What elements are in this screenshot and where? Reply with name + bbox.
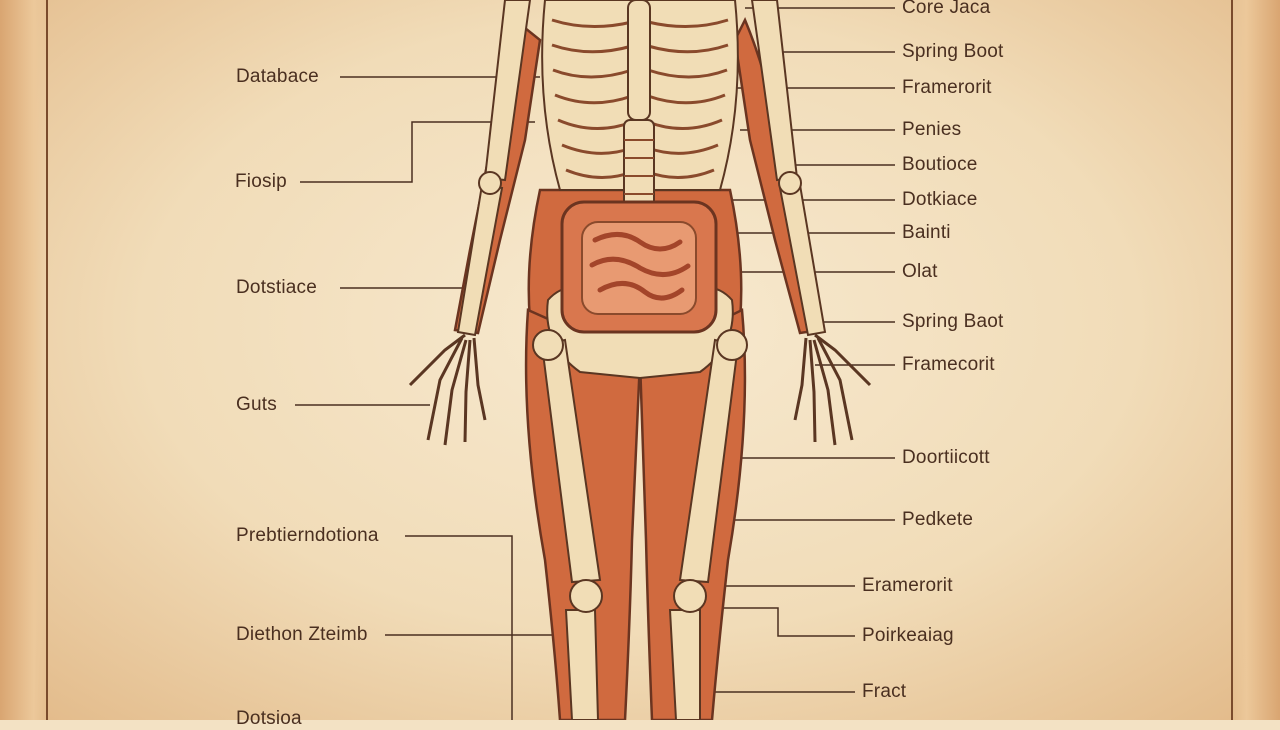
- frame-border-right: [1231, 0, 1233, 720]
- leader-line-left-5: [405, 535, 513, 720]
- paper-edge-right: [1232, 0, 1280, 720]
- right-hand: [793, 333, 872, 446]
- right-tibia: [668, 609, 701, 720]
- label-right-12: Pedkete: [902, 509, 974, 530]
- label-right-5: Boutioce: [902, 154, 978, 175]
- leader-line-right-14: [715, 607, 855, 637]
- label-left-2: Fiosip: [235, 171, 287, 192]
- label-left-1: Databace: [236, 66, 319, 87]
- sternum: [627, 0, 651, 121]
- ribs: [551, 18, 729, 180]
- label-right-4: Penies: [902, 119, 962, 140]
- frame-border-left: [46, 0, 48, 720]
- left-knee: [569, 579, 603, 613]
- right-hip-joint: [716, 329, 748, 361]
- label-right-6: Dotkiace: [902, 189, 978, 210]
- label-left-4: Guts: [236, 394, 277, 415]
- left-hip-joint: [532, 329, 564, 361]
- label-right-10: Framecorit: [902, 354, 995, 375]
- label-left-5: Prebtierndotiona: [236, 525, 379, 546]
- label-right-14: Poirkeaiag: [862, 625, 954, 646]
- leader-lines: [295, 7, 895, 720]
- left-hand: [408, 333, 487, 446]
- left-elbow: [478, 171, 502, 195]
- right-elbow: [778, 171, 802, 195]
- label-right-13: Eramerorit: [862, 575, 953, 596]
- label-left-3: Dotstiace: [236, 277, 318, 298]
- label-right-9: Spring Baot: [902, 311, 1004, 332]
- label-right-7: Bainti: [902, 222, 951, 243]
- right-knee: [673, 579, 707, 613]
- label-left-7: Dotsioa: [236, 708, 302, 729]
- label-right-8: Olat: [902, 261, 938, 282]
- label-right-15: Fract: [862, 681, 907, 702]
- left-tibia: [564, 609, 600, 720]
- paper-edge-left: [0, 0, 48, 720]
- label-right-2: Spring Boot: [902, 41, 1004, 62]
- skeleton: [456, 0, 827, 720]
- left-humerus: [483, 0, 532, 182]
- label-left-6: Diethon Zteimb: [236, 624, 368, 645]
- label-right-11: Doortiicott: [902, 447, 990, 468]
- vertebrae: [624, 139, 654, 195]
- label-right-3: Framerorit: [902, 77, 992, 98]
- label-right-1: Core Jaca: [902, 0, 991, 18]
- leader-line-left-2: [300, 121, 535, 183]
- small-intestine: [589, 232, 691, 301]
- intestines: [560, 200, 718, 334]
